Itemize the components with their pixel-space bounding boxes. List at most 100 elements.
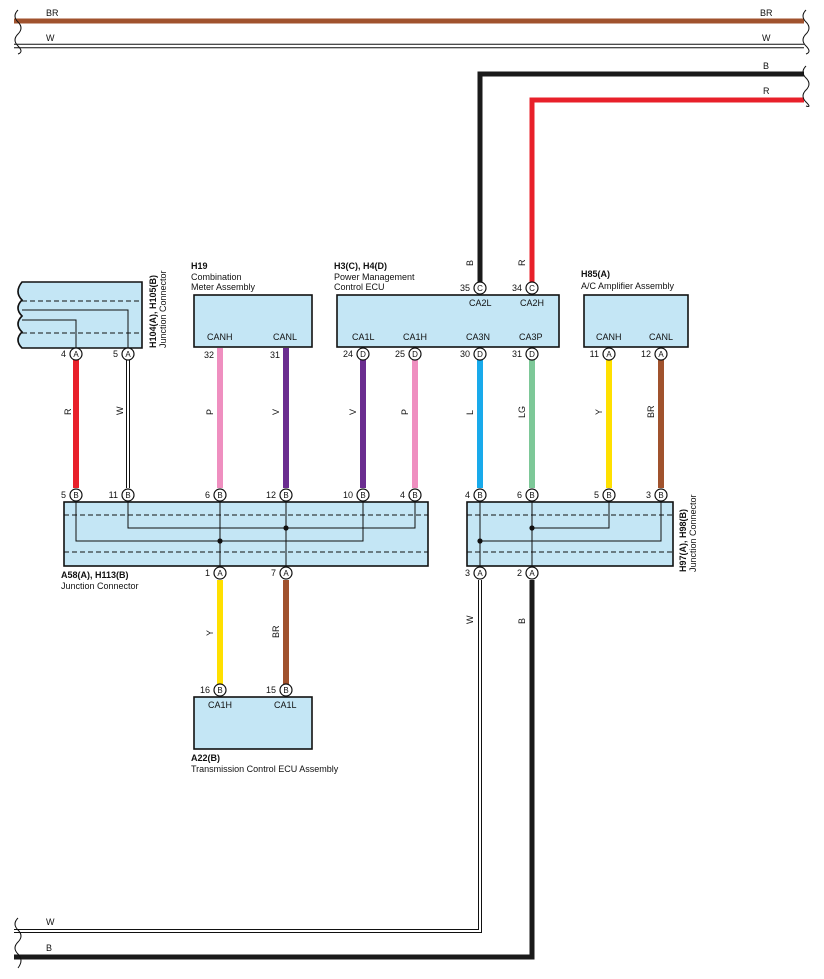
pin-a58-12-num: 12 <box>266 490 276 500</box>
v-lg-ecu-label: LG <box>517 406 527 418</box>
pin-a22-15-num: 15 <box>266 685 276 695</box>
bot-b-label: B <box>46 943 52 953</box>
pin-h19-31-num: 31 <box>270 350 280 360</box>
pin-h97-3a <box>473 566 487 580</box>
pin-ecu-31 <box>525 347 539 361</box>
pin-a58-11 <box>121 488 135 502</box>
pin-a58-7-letter: A <box>283 569 289 578</box>
pin-a58-11-num: 11 <box>109 490 118 500</box>
v-p-ecu-label: P <box>400 409 410 415</box>
pin-ecu-30-num: 30 <box>460 349 470 359</box>
pin-ecu-34-num: 34 <box>512 283 522 293</box>
ecu-name-2: Control ECU <box>334 282 385 292</box>
pin-ecu-35-letter: C <box>477 284 483 293</box>
pin-h104-5-num: 5 <box>113 349 118 359</box>
pin-a58-7-num: 7 <box>271 568 276 578</box>
v-y-a22-label: Y <box>205 630 215 636</box>
ecu-sig-ca1h: CA1H <box>403 332 427 342</box>
pin-h104-5 <box>121 347 135 361</box>
wire-break-left-bottom <box>14 917 22 969</box>
pin-h97-5-letter: B <box>606 491 611 500</box>
a22-sig-ca1h: CA1H <box>208 700 232 710</box>
ecu-name-1: Power Management <box>334 272 415 282</box>
pin-a58-4-num: 4 <box>400 490 405 500</box>
ca2l-b-label: B <box>465 260 475 266</box>
pin-h97-4-letter: B <box>477 491 482 500</box>
pin-a58-5-num: 5 <box>61 490 66 500</box>
pin-h85-12 <box>654 347 668 361</box>
h19-id: H19 <box>191 261 208 271</box>
pin-h97-5 <box>602 488 616 502</box>
a58-connector <box>63 501 429 567</box>
h104-id: H104(A), H105(B) <box>148 275 158 348</box>
h85-id: H85(A) <box>581 269 610 279</box>
ecu-box <box>336 294 560 348</box>
h85-name: A/C Amplifier Assembly <box>581 281 675 291</box>
ecu-sig-ca1l: CA1L <box>352 332 375 342</box>
pin-h97-3a-letter: A <box>477 569 483 578</box>
pin-ecu-31-letter: D <box>529 350 535 359</box>
h85-sig-canl: CANL <box>649 332 673 342</box>
pin-ecu-25-num: 25 <box>395 349 405 359</box>
pin-a58-1 <box>213 566 227 580</box>
a22-name: Transmission Control ECU Assembly <box>191 764 339 774</box>
a22-id: A22(B) <box>191 753 220 763</box>
h97-connector <box>466 501 674 567</box>
top-r-label: R <box>763 86 770 96</box>
h19-name-1: Combination <box>191 272 242 282</box>
v-br-a22-label: BR <box>271 625 281 638</box>
pin-h97-6-letter: B <box>529 491 534 500</box>
pin-h19-32-num: 32 <box>204 350 214 360</box>
ecu-sig-ca2h: CA2H <box>520 298 544 308</box>
ecu-sig-ca3p: CA3P <box>519 332 543 342</box>
pin-h104-4-num: 4 <box>61 349 66 359</box>
bot-w-label: W <box>46 917 55 927</box>
pin-h97-5-num: 5 <box>594 490 599 500</box>
a22-box <box>193 696 313 750</box>
a22-sig-ca1l: CA1L <box>274 700 297 710</box>
pin-a58-10-num: 10 <box>343 490 353 500</box>
pin-a22-15-letter: B <box>283 686 288 695</box>
pin-h85-11 <box>602 347 616 361</box>
wire-break-right-mid <box>802 65 810 107</box>
pin-a58-10-letter: B <box>360 491 365 500</box>
a58-name: Junction Connector <box>61 581 139 591</box>
top-w-label-right: W <box>762 33 771 43</box>
v-l-ecu-label: L <box>465 410 475 415</box>
pin-a58-1-num: 1 <box>205 568 210 578</box>
pin-h97-4-num: 4 <box>465 490 470 500</box>
v-p-h19-label: P <box>205 409 215 415</box>
v-r-h104-label: R <box>63 408 73 415</box>
pin-h104-4-letter: A <box>73 350 79 359</box>
pin-h97-3a-num: 3 <box>465 568 470 578</box>
h85-box <box>583 294 689 348</box>
pin-a58-6-letter: B <box>217 491 222 500</box>
wire-break-right-top <box>802 9 810 55</box>
pin-a22-16 <box>213 683 227 697</box>
top-w-label: W <box>46 33 55 43</box>
pin-ecu-24 <box>356 347 370 361</box>
h19-sig-canl: CANL <box>273 332 297 342</box>
pin-a58-12 <box>279 488 293 502</box>
pin-ecu-24-num: 24 <box>343 349 353 359</box>
pin-ecu-30 <box>473 347 487 361</box>
pin-h85-11-letter: A <box>606 350 612 359</box>
h85-sig-canh: CANH <box>596 332 622 342</box>
ecu-id: H3(C), H4(D) <box>334 261 387 271</box>
ca2h-r-label: R <box>517 259 527 266</box>
pin-a58-7 <box>279 566 293 580</box>
v-v-h19-label: V <box>271 409 281 415</box>
pin-ecu-34-letter: C <box>529 284 535 293</box>
pin-ecu-25 <box>408 347 422 361</box>
pin-h97-2a <box>525 566 539 580</box>
pin-ecu-35-num: 35 <box>460 283 470 293</box>
h104-name: Junction Connector <box>158 270 168 348</box>
h104-connector <box>17 281 143 349</box>
pin-a58-4-letter: B <box>412 491 417 500</box>
wire-break-left-top <box>14 9 22 55</box>
wire-b-ca2l <box>477 71 804 282</box>
pin-a58-5 <box>69 488 83 502</box>
pin-a58-5-letter: B <box>73 491 78 500</box>
wire-r-ca2h <box>529 97 804 282</box>
